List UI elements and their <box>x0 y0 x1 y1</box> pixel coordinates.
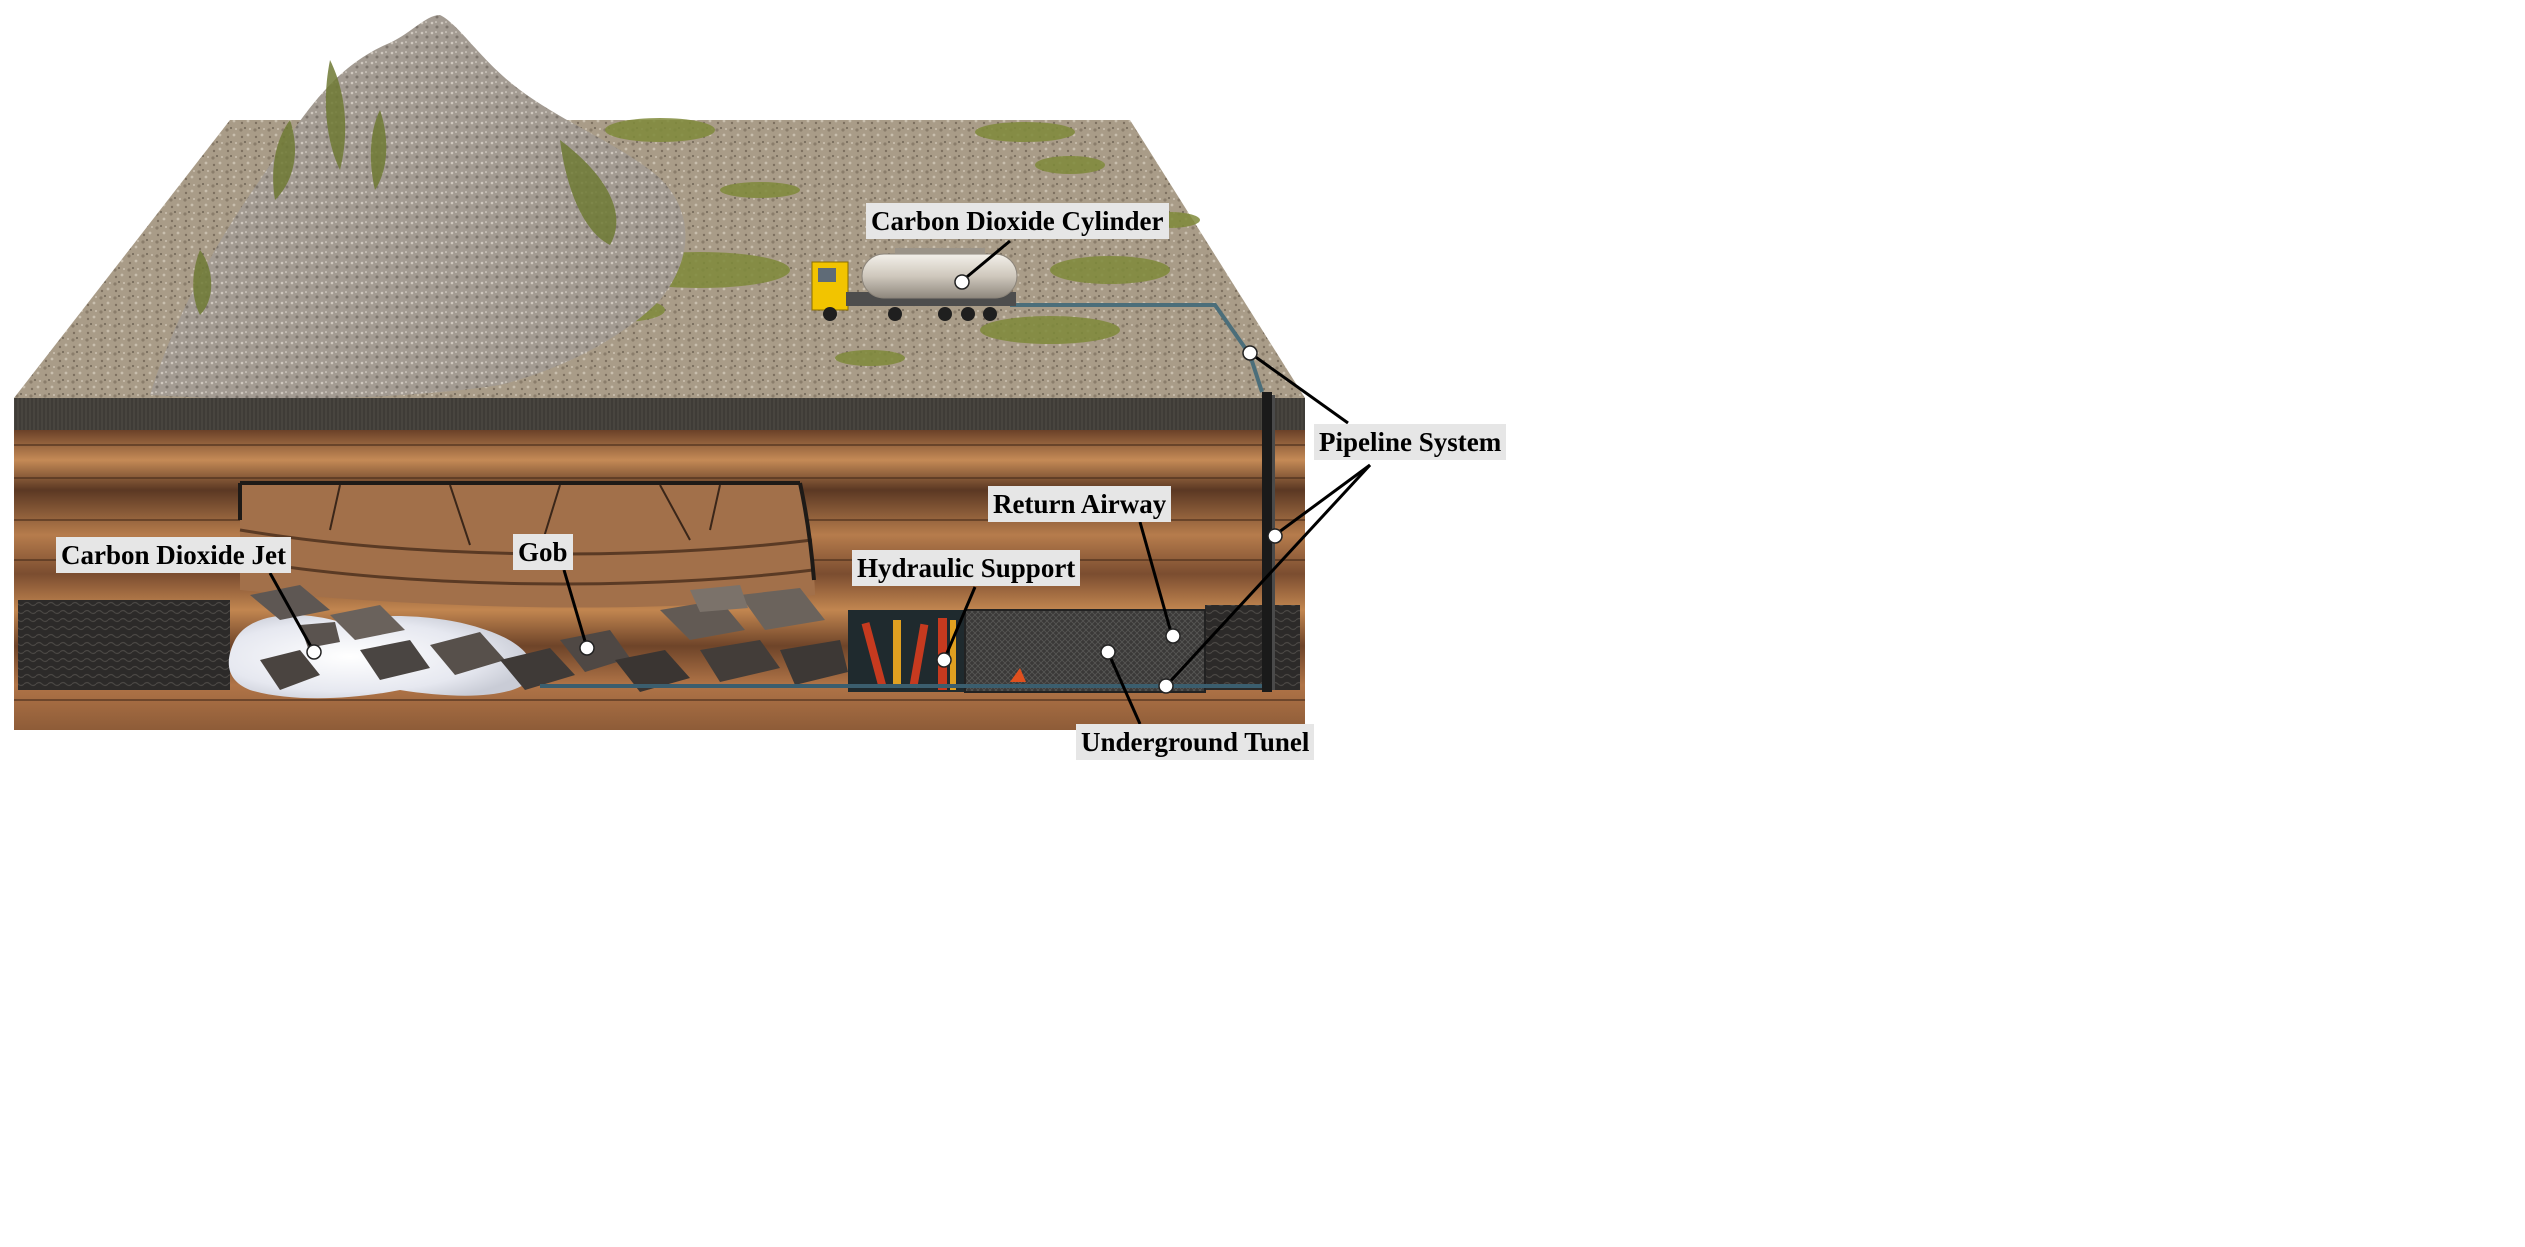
leader-lines <box>268 239 1372 725</box>
label-hydraulic-support: Hydraulic Support <box>852 550 1081 586</box>
leader-line-pipeline-surface <box>1249 351 1349 425</box>
hydraulic-support <box>848 610 968 692</box>
coal-seam-right <box>1205 605 1300 690</box>
label-return-airway: Return Airway <box>988 486 1172 522</box>
topsoil-layer <box>14 398 1305 430</box>
co2-tanker-truck <box>811 248 1018 321</box>
gob-rubble <box>250 585 848 692</box>
marker-pipeline-shaft <box>1267 528 1283 544</box>
mountain <box>150 15 686 399</box>
leader-line-jet <box>268 572 316 653</box>
label-gob: Gob <box>513 534 573 570</box>
label-pipeline-system: Pipeline System <box>1314 424 1507 460</box>
marker-airway <box>1165 628 1181 644</box>
leader-line-pipeline-tunnel <box>1164 463 1372 688</box>
vegetation-patches <box>330 118 1200 391</box>
strata-lines <box>14 444 1305 701</box>
leader-line-hydraulic <box>942 586 977 661</box>
mountain-moss <box>193 60 617 315</box>
marker-pipeline-tunnel <box>1158 678 1174 694</box>
leader-line-gob <box>562 569 589 649</box>
label-co2-jet: Carbon Dioxide Jet <box>56 537 291 573</box>
surface-pipeline <box>1010 303 1264 393</box>
marker-gob <box>579 640 595 656</box>
leader-line-tunnel <box>1106 651 1142 725</box>
label-underground-tunnel: Underground Tunel <box>1076 724 1315 760</box>
leader-line-airway <box>1138 521 1174 637</box>
marker-jet <box>306 644 322 660</box>
return-airway <box>964 609 1206 693</box>
coal-mine-co2-diagram: Carbon Dioxide Cylinder Pipeline System … <box>0 0 1568 774</box>
traffic-cone <box>1010 668 1026 682</box>
vertical-shaft-pipe <box>1262 392 1272 692</box>
label-co2-cylinder: Carbon Dioxide Cylinder <box>866 203 1169 239</box>
leader-line-pipeline-shaft <box>1274 463 1371 537</box>
scene-illustration <box>14 15 1372 730</box>
marker-dots <box>306 274 1283 694</box>
coal-seam-left <box>18 600 230 690</box>
marker-tunnel <box>1100 644 1116 660</box>
marker-hydraulic <box>936 652 952 668</box>
marker-cylinder <box>954 274 970 290</box>
marker-pipeline-surface <box>1242 345 1258 361</box>
leader-line-cylinder <box>961 239 1011 283</box>
